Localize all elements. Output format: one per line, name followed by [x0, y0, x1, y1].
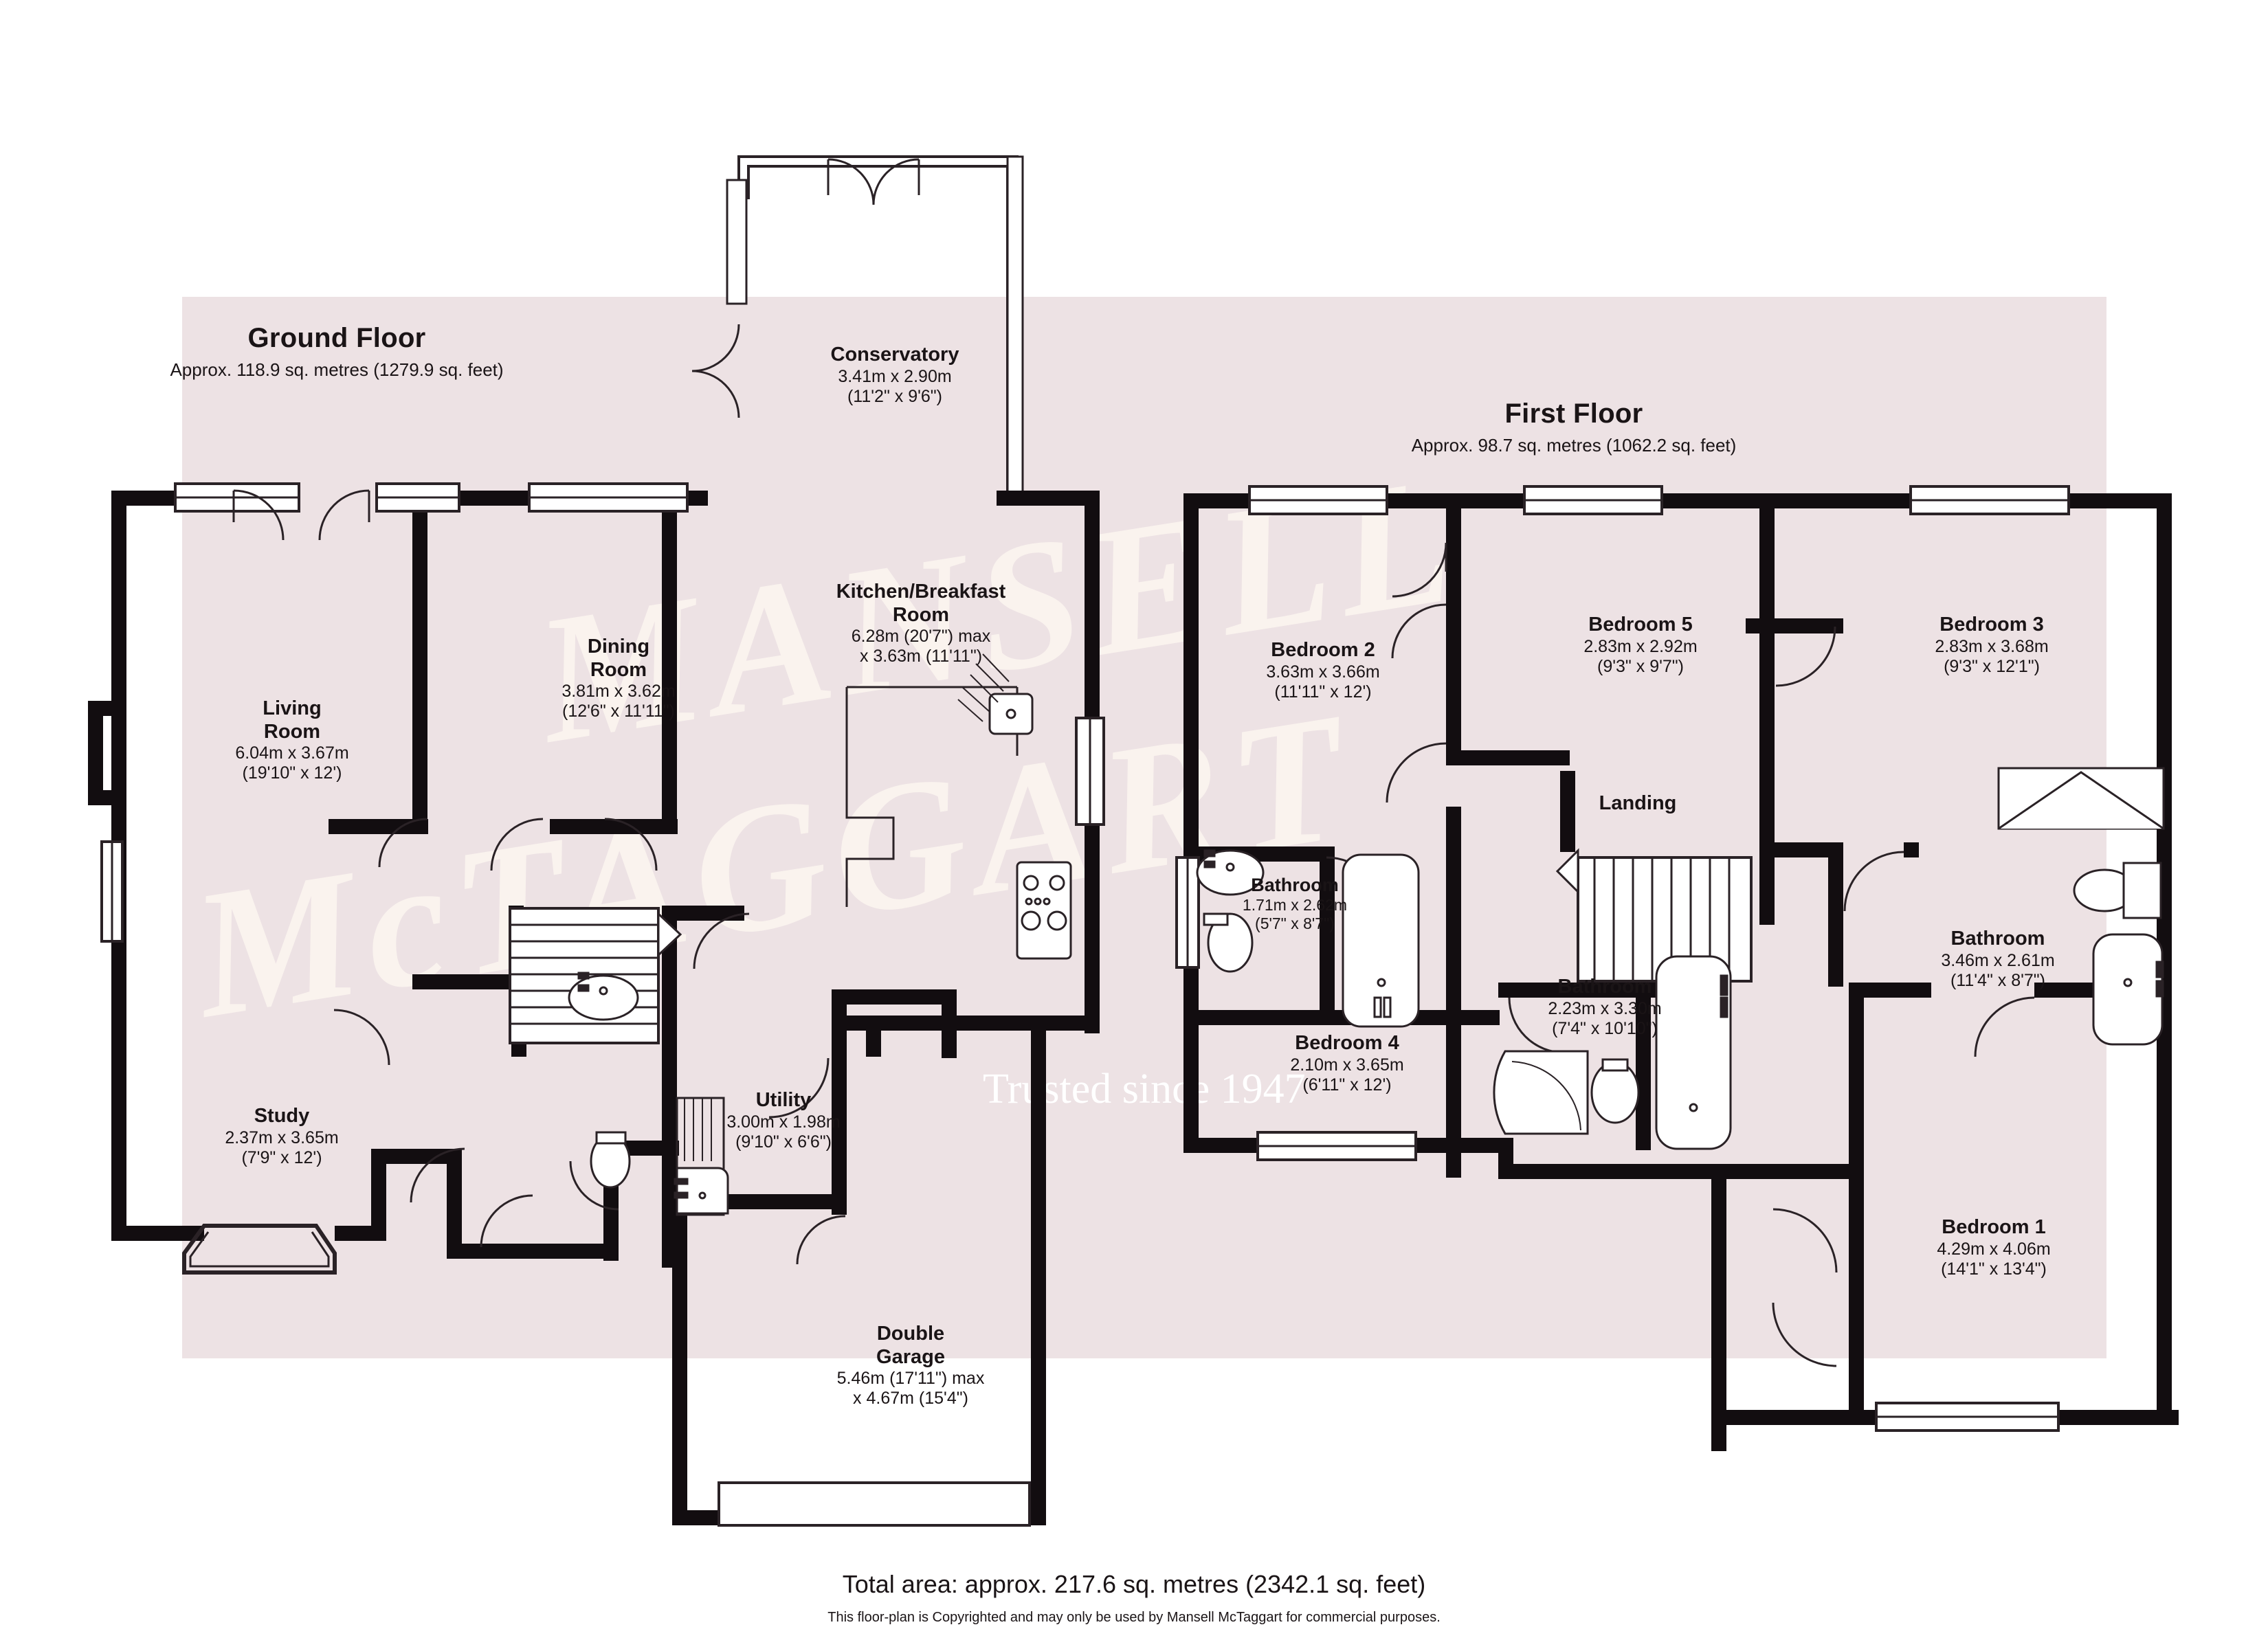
garage-door [718, 1481, 1031, 1527]
room-name: Landing [1599, 792, 1677, 814]
room-dimensions-metric: 1.71m x 2.62m [1242, 896, 1348, 915]
room-name: Bedroom 3 [1939, 614, 2044, 636]
room-dimensions-imperial: (7'4" x 10'10") [1552, 1018, 1658, 1038]
room-dimensions-metric: 3.00m x 1.98m [726, 1112, 841, 1132]
built-in-wardrobe [1997, 767, 2165, 830]
room-dimensions-metric: 3.81m x 3.62m [562, 682, 676, 702]
ground-floor-title-block: Ground Floor Approx. 118.9 sq. metres (1… [124, 323, 550, 381]
room-dimensions-metric: 2.37m x 3.65m [225, 1128, 339, 1147]
room-dimensions-imperial: (9'3" x 9'7") [1597, 656, 1684, 676]
room-name: Bathroom [1950, 928, 2045, 950]
kitchen-fittings [845, 653, 1072, 960]
ground-floor-title: Ground Floor [247, 323, 426, 353]
room-dimensions-imperial: (6'11" x 12') [1302, 1075, 1392, 1095]
room-dimensions-metric: 3.46m x 2.61m [1941, 950, 2055, 970]
first-floor-plan [1175, 485, 2179, 1451]
copyright-text: This floor-plan is Copyrighted and may o… [827, 1610, 1441, 1625]
room-dimensions-imperial: x 3.63m (11'11") [859, 647, 983, 666]
first-floor-title-block: First Floor Approx. 98.7 sq. metres (106… [1361, 399, 1787, 456]
bathroom-fittings-ensuite1 [2073, 862, 2164, 1046]
ground-floor-windows [100, 482, 1105, 943]
room-name: Bathroom [1557, 976, 1652, 998]
room-dimensions-metric: 6.28m (20'7") max [851, 627, 991, 647]
bathroom-fittings-ensuite2 [1196, 849, 1420, 1028]
ground-floor-plan [88, 155, 1105, 1527]
room-dimensions-metric: 4.29m x 4.06m [1937, 1239, 2051, 1259]
room-name: Bedroom 4 [1295, 1032, 1399, 1054]
ground-floor-area: Approx. 118.9 sq. metres (1279.9 sq. fee… [170, 359, 504, 380]
room-name: Utility [755, 1089, 812, 1111]
room-name: Conservatory [830, 344, 959, 366]
room-dimensions-metric: 2.83m x 2.92m [1583, 636, 1698, 656]
ground-floor-walls [88, 491, 1100, 1525]
room-label-landing: Landing [1542, 792, 1734, 816]
room-dimensions-imperial: (7'9" x 12') [241, 1147, 322, 1167]
room-dimensions-imperial: (11'2" x 9'6") [847, 386, 942, 406]
first-floor-windows [1175, 485, 2070, 1432]
room-dimensions-metric: 3.63m x 3.66m [1266, 662, 1380, 682]
first-floor-doors [1326, 542, 2035, 1367]
total-area-text: Total area: approx. 217.6 sq. metres (23… [842, 1570, 1426, 1598]
room-dimensions-metric: 2.83m x 3.68m [1935, 636, 2049, 656]
room-dimensions-metric: 5.46m (17'11") max [836, 1369, 985, 1389]
room-dimensions-imperial: (5'7" x 8'7") [1255, 914, 1335, 932]
room-name: Bedroom 1 [1942, 1216, 2046, 1238]
plan-tint-ground [182, 297, 2106, 1358]
room-dimensions-imperial: (11'11" x 12') [1274, 682, 1372, 702]
footer-block: Total area: approx. 217.6 sq. metres (23… [0, 1570, 2268, 1626]
room-dimensions-metric: 3.41m x 2.90m [838, 366, 952, 386]
room-dimensions-imperial: x 4.67m (15'4") [853, 1389, 968, 1409]
room-name: Bedroom 5 [1588, 614, 1693, 636]
first-floor-title: First Floor [1504, 399, 1643, 429]
room-name: Study [254, 1105, 310, 1127]
room-dimensions-imperial: (11'4" x 8'7") [1950, 970, 2045, 990]
conservatory-structure [691, 155, 1024, 495]
bathroom-fittings-family [1493, 955, 1732, 1150]
room-dimensions-metric: 6.04m x 3.67m [235, 743, 349, 763]
first-floor-area: Approx. 98.7 sq. metres (1062.2 sq. feet… [1411, 435, 1737, 456]
room-dimensions-metric: 2.10m x 3.65m [1290, 1055, 1404, 1075]
room-dimensions-imperial: (14'1" x 13'4") [1941, 1259, 2047, 1279]
room-dimensions-imperial: (9'10" x 6'6") [735, 1132, 832, 1152]
room-name: Bedroom 2 [1271, 639, 1375, 661]
ground-sanitary-fittings [568, 972, 729, 1216]
room-dimensions-imperial: (12'6" x 11'11") [562, 702, 675, 721]
room-dimensions-imperial: (9'3" x 12'1") [1944, 656, 2040, 676]
ground-floor-doors [232, 489, 846, 1265]
room-dimensions-imperial: (19'10" x 12') [242, 763, 342, 783]
room-name: Bathroom [1251, 875, 1339, 895]
room-dimensions-metric: 2.23m x 3.30m [1548, 998, 1662, 1018]
